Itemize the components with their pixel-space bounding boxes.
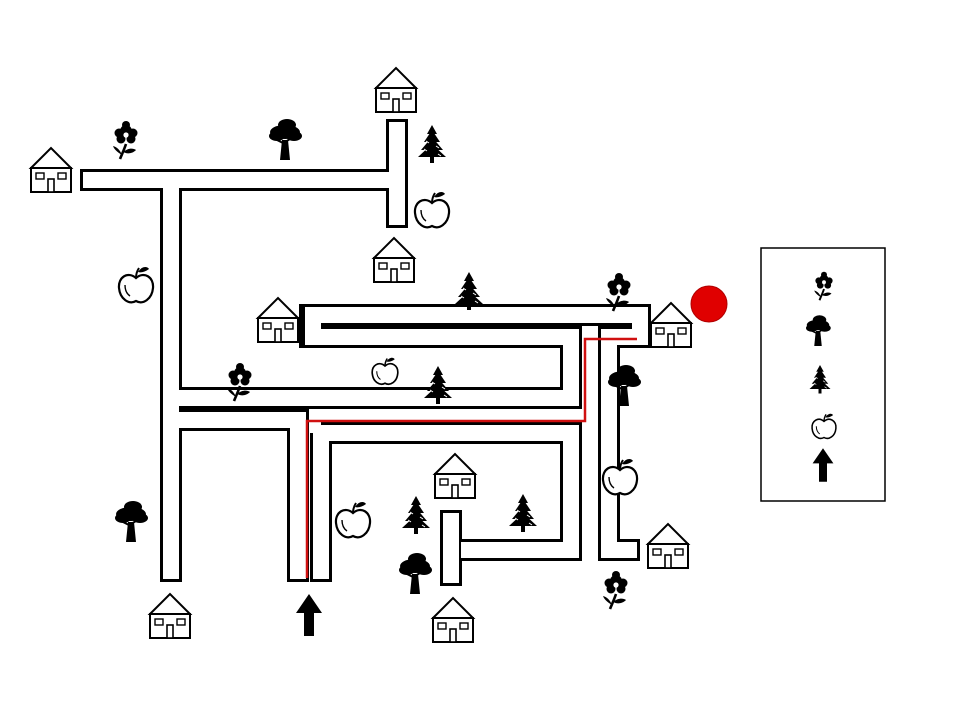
broadleaf-tree-icon: [268, 118, 303, 161]
broadleaf-tree-icon: [398, 552, 433, 595]
road-network-fill: [83, 122, 648, 583]
apple-icon: [413, 190, 451, 229]
pine-tree-icon: [401, 495, 431, 535]
goal-marker-icon: [690, 285, 728, 323]
house-icon: [149, 593, 191, 639]
house-icon: [257, 297, 299, 343]
apple-icon: [334, 500, 372, 539]
house-icon: [30, 147, 72, 193]
flower-icon: [111, 119, 139, 161]
pine-tree-icon: [508, 493, 538, 533]
house-icon: [434, 453, 476, 499]
house-icon: [373, 237, 415, 283]
house-icon: [650, 302, 692, 348]
broadleaf-tree-icon: [114, 500, 149, 543]
house-icon: [647, 523, 689, 569]
legend: [760, 247, 886, 502]
apple-icon: [371, 356, 399, 386]
pine-tree-icon: [417, 124, 447, 164]
apple-icon: [117, 265, 155, 304]
flower-icon: [601, 569, 629, 611]
start-arrow-icon: [296, 594, 322, 636]
house-icon: [375, 67, 417, 113]
house-icon: [432, 597, 474, 643]
highlighted-route: [305, 337, 637, 578]
